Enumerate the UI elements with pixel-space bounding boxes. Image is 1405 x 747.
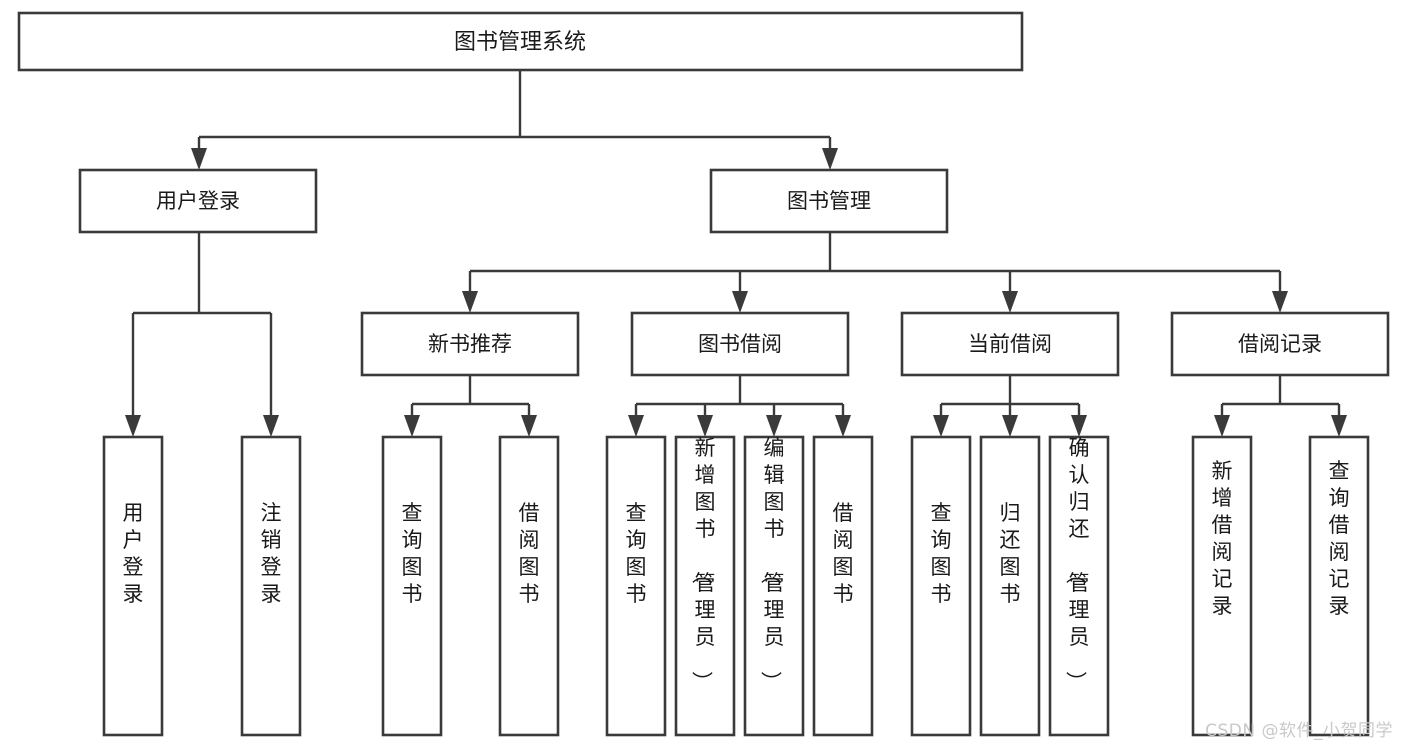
leaf-node-borrow-book-2[interactable]: 借阅图书 xyxy=(812,435,874,737)
node-new-book-recommend-label: 新书推荐 xyxy=(428,332,512,356)
arrow-head-user-login xyxy=(191,148,207,170)
node-user-login[interactable]: 用户登录 xyxy=(78,168,318,234)
leaf-node-query-book-2-box[interactable] xyxy=(605,435,667,737)
arrow-head-leaf-query-book-3 xyxy=(933,415,949,437)
node-user-login-box[interactable] xyxy=(78,168,318,234)
leaf-node-logout-login-label: 注销登录 xyxy=(261,501,282,606)
node-book-borrow-box[interactable] xyxy=(630,311,850,377)
leaf-node-query-book-3-label: 查询图书 xyxy=(931,501,952,606)
node-current-borrow-label: 当前借阅 xyxy=(968,332,1052,356)
node-user-login-label: 用户登录 xyxy=(156,189,240,213)
leaf-node-query-book-3-box[interactable] xyxy=(910,435,972,737)
arrow-head-leaf-borrow-book-2 xyxy=(835,415,851,437)
node-borrow-record-box[interactable] xyxy=(1170,311,1390,377)
connector-group-user-login-to-leaves xyxy=(125,232,279,437)
leaf-node-add-book-admin-label: 新增图书（管理员） xyxy=(690,436,716,692)
leaf-node-query-book-3[interactable]: 查询图书 xyxy=(910,435,972,737)
leaf-node-query-book-2-label: 查询图书 xyxy=(626,501,647,606)
leaf-node-borrow-book-1-box[interactable] xyxy=(498,435,560,737)
node-borrow-record-label: 借阅记录 xyxy=(1238,332,1322,356)
connector-group-borrow-record-to-leaves xyxy=(1214,375,1347,437)
node-book-manage-box[interactable] xyxy=(709,168,949,234)
leaf-node-query-book-2[interactable]: 查询图书 xyxy=(605,435,667,737)
arrow-head-leaf-confirm-return-admin xyxy=(1071,415,1087,437)
leaf-node-edit-book-admin-box[interactable] xyxy=(743,435,805,737)
node-book-manage[interactable]: 图书管理 xyxy=(709,168,949,234)
leaf-node-edit-book-admin[interactable]: 编辑图书（管理员） xyxy=(743,435,805,737)
connector-group-current-borrow-to-leaves xyxy=(933,375,1087,437)
leaf-node-query-book-1-label: 查询图书 xyxy=(402,501,423,606)
leaf-node-query-book-1-box[interactable] xyxy=(381,435,443,737)
leaf-node-add-book-admin-box[interactable] xyxy=(674,435,736,737)
node-book-borrow-label: 图书借阅 xyxy=(698,332,782,356)
connector-group-root-to-level2 xyxy=(191,70,838,170)
leaf-node-borrow-book-1[interactable]: 借阅图书 xyxy=(498,435,560,737)
leaf-node-user-login-label: 用户登录 xyxy=(123,501,144,606)
leaf-node-logout-login-box[interactable] xyxy=(240,435,302,737)
node-borrow-record[interactable]: 借阅记录 xyxy=(1170,311,1390,377)
node-new-book-recommend[interactable]: 新书推荐 xyxy=(360,311,580,377)
leaf-node-add-book-admin[interactable]: 新增图书（管理员） xyxy=(674,435,736,737)
arrow-head-leaf-borrow-book-1 xyxy=(521,415,537,437)
arrow-head-book-borrow xyxy=(732,291,748,313)
node-book-manage-label: 图书管理 xyxy=(787,189,871,213)
leaf-node-return-book[interactable]: 归还图书 xyxy=(979,435,1041,737)
leaf-node-confirm-return-admin-label: 确认归还（管理员） xyxy=(1064,436,1090,692)
leaf-node-add-borrow-record-box[interactable] xyxy=(1191,435,1253,737)
arrow-head-leaf-query-book-1 xyxy=(404,415,420,437)
arrow-head-leaf-edit-book-admin xyxy=(766,415,782,437)
leaf-node-confirm-return-admin[interactable]: 确认归还（管理员） xyxy=(1048,435,1110,737)
node-root[interactable]: 图书管理系统 xyxy=(17,11,1024,72)
leaf-node-confirm-return-admin-box[interactable] xyxy=(1048,435,1110,737)
leaf-node-add-borrow-record[interactable]: 新增借阅记录 xyxy=(1191,435,1253,737)
leaf-node-borrow-book-2-box[interactable] xyxy=(812,435,874,737)
arrow-head-leaf-user-login xyxy=(125,415,141,437)
node-root-label: 图书管理系统 xyxy=(454,30,586,55)
leaf-node-borrow-book-2-label: 借阅图书 xyxy=(833,501,854,606)
arrow-head-borrow-record xyxy=(1272,291,1288,313)
arrow-head-leaf-add-book-admin xyxy=(697,415,713,437)
node-current-borrow[interactable]: 当前借阅 xyxy=(900,311,1120,377)
node-current-borrow-box[interactable] xyxy=(900,311,1120,377)
connector-group-book-borrow-to-leaves xyxy=(628,375,851,437)
leaf-node-add-borrow-record-label: 新增借阅记录 xyxy=(1212,459,1233,618)
connector-group-new-book-recommend-to-leaves xyxy=(404,375,537,437)
connector-group-book-manage-to-level3 xyxy=(462,232,1288,313)
arrow-head-current-borrow xyxy=(1002,291,1018,313)
arrow-head-new-book-recommend xyxy=(462,291,478,313)
leaf-node-user-login-box[interactable] xyxy=(102,435,164,737)
leaf-node-logout-login[interactable]: 注销登录 xyxy=(240,435,302,737)
node-root-box[interactable] xyxy=(17,11,1024,72)
leaf-node-user-login[interactable]: 用户登录 xyxy=(102,435,164,737)
leaf-node-query-borrow-record[interactable]: 查询借阅记录 xyxy=(1308,435,1370,737)
arrow-head-leaf-logout-login xyxy=(263,415,279,437)
leaf-node-edit-book-admin-label: 编辑图书（管理员） xyxy=(759,436,785,692)
leaf-node-query-book-1[interactable]: 查询图书 xyxy=(381,435,443,737)
arrow-head-leaf-query-borrow-record xyxy=(1331,415,1347,437)
node-book-borrow[interactable]: 图书借阅 xyxy=(630,311,850,377)
leaf-node-return-book-box[interactable] xyxy=(979,435,1041,737)
arrow-head-leaf-query-book-2 xyxy=(628,415,644,437)
arrow-head-leaf-add-borrow-record xyxy=(1214,415,1230,437)
leaf-node-borrow-book-1-label: 借阅图书 xyxy=(519,501,540,606)
node-new-book-recommend-box[interactable] xyxy=(360,311,580,377)
leaf-node-query-borrow-record-box[interactable] xyxy=(1308,435,1370,737)
arrow-head-leaf-return-book xyxy=(1002,415,1018,437)
leaf-node-query-borrow-record-label: 查询借阅记录 xyxy=(1329,459,1350,618)
arrow-head-book-manage xyxy=(822,148,838,170)
leaf-node-return-book-label: 归还图书 xyxy=(1000,501,1021,606)
